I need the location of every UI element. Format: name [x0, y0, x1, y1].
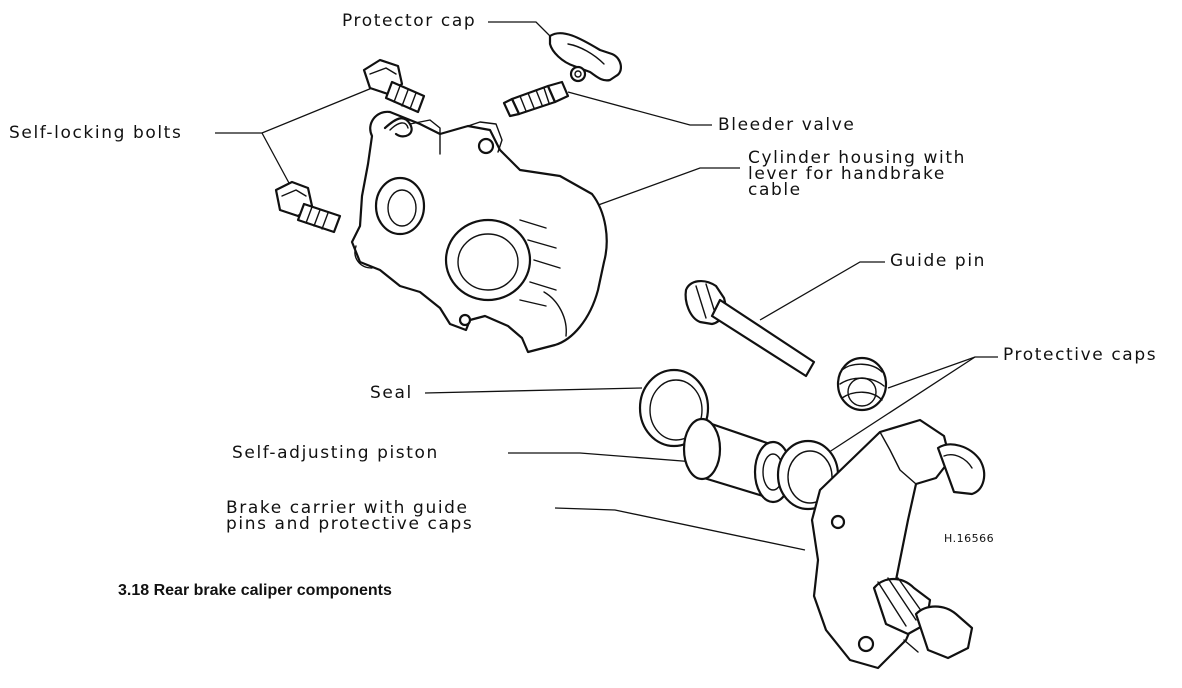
- label-self-adjusting-piston: Self-adjusting piston: [232, 443, 439, 463]
- protective-cap-upper-part: [836, 356, 888, 412]
- figure-caption: 3.18 Rear brake caliper components: [118, 582, 392, 599]
- protector-cap-part: [548, 32, 622, 83]
- label-cylinder-housing: Cylinder housing with lever for handbrak…: [748, 148, 966, 200]
- label-seal: Seal: [370, 383, 413, 403]
- bolt-upper-part: [362, 58, 426, 114]
- label-guide-pin: Guide pin: [890, 251, 987, 271]
- brake-carrier-part: [810, 418, 986, 670]
- label-self-locking-bolts: Self-locking bolts: [9, 123, 183, 143]
- piston-part: [682, 417, 793, 504]
- guide-pin-part: [684, 280, 816, 378]
- bleeder-valve-part: [502, 80, 570, 118]
- label-protective-caps: Protective caps: [1003, 345, 1158, 365]
- drawing-code: H.16566: [944, 532, 995, 545]
- label-bleeder-valve: Bleeder valve: [718, 115, 856, 135]
- cylinder-housing-part: [350, 110, 608, 354]
- leader-lines: [215, 21, 998, 551]
- label-brake-carrier: Brake carrier with guide pins and protec…: [226, 498, 474, 534]
- bolt-lower-part: [274, 180, 342, 234]
- label-protector-cap: Protector cap: [342, 11, 477, 31]
